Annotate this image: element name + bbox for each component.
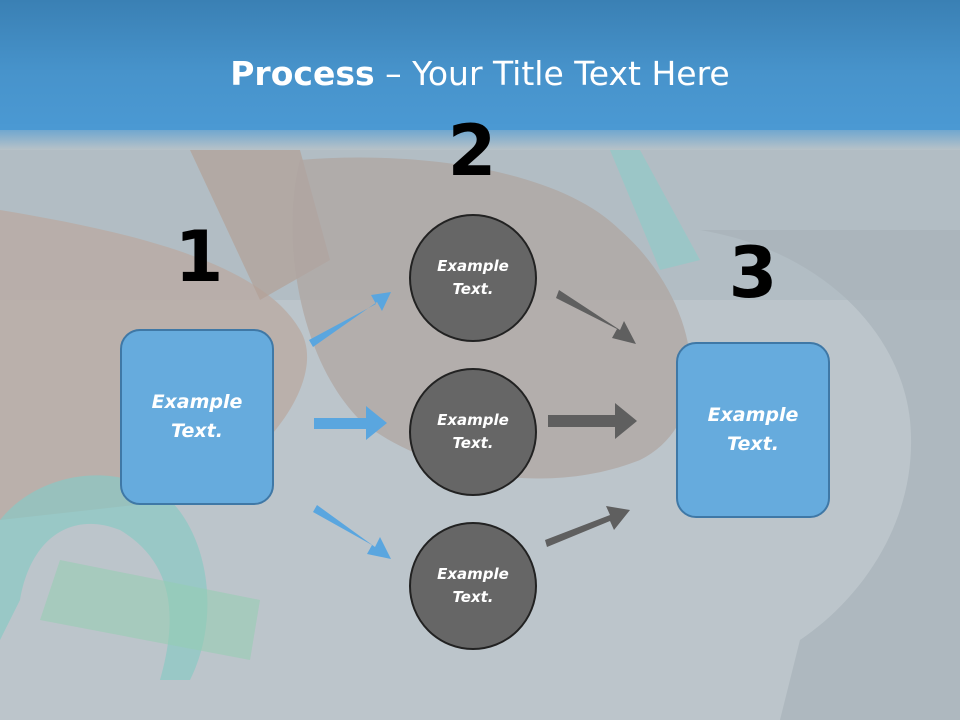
arrow-left-to-bottom-circle [313, 505, 391, 559]
arrow-top-circle-to-right [556, 290, 636, 344]
circle-bottom-line2: Text. [452, 588, 494, 606]
step-number-1: 1 [174, 216, 224, 298]
left-box-line1: Example [151, 391, 243, 413]
arrow-bottom-circle-to-right [545, 506, 630, 547]
left-box-line2: Text. [171, 420, 223, 442]
title-rest-part: – Your Title Text Here [374, 54, 730, 93]
arrow-middle-circle-to-right [548, 403, 637, 439]
step-number-3: 3 [728, 232, 778, 314]
slide-title: Process – Your Title Text Here [0, 54, 960, 93]
arrow-left-to-middle-circle [314, 406, 387, 440]
arrow-left-to-top-circle [309, 292, 391, 347]
circle-top-line1: Example [437, 257, 509, 275]
title-banner-fade [0, 124, 960, 150]
circle-middle-line1: Example [437, 411, 509, 429]
right-box-line1: Example [707, 404, 799, 426]
title-bold-part: Process [230, 54, 375, 93]
step-number-2: 2 [447, 110, 497, 192]
circle-bottom-line1: Example [437, 565, 509, 583]
right-box-line2: Text. [727, 433, 779, 455]
title-banner [0, 0, 960, 130]
circle-top-line2: Text. [452, 280, 494, 298]
circle-middle-line2: Text. [452, 434, 494, 452]
